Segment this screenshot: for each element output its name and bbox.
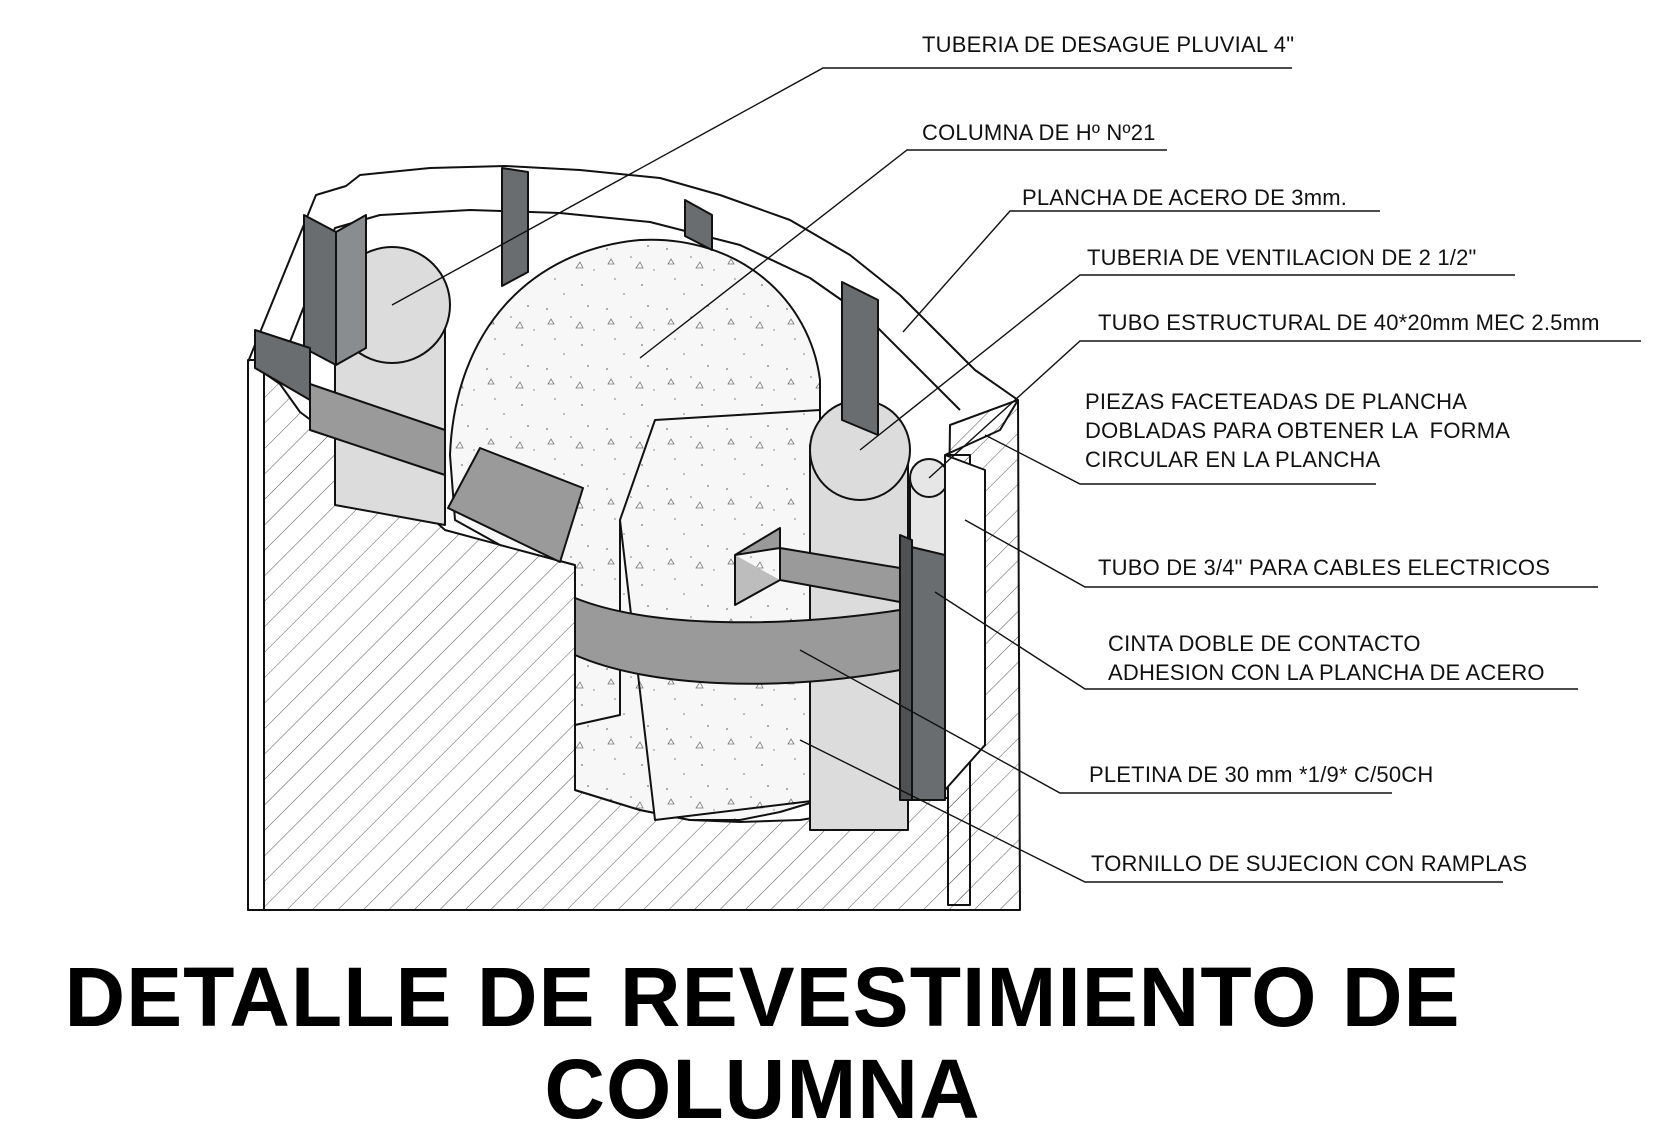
label-steel-plate: PLANCHA DE ACERO DE 3mm. [1022, 185, 1348, 210]
structural-tube-1-side [335, 214, 367, 366]
strap-right-fold [734, 555, 781, 606]
label-facet-pieces: PIEZAS FACETEADAS DE PLANCHA DOBLADAS PA… [1085, 389, 1511, 472]
right-plate [944, 454, 986, 791]
structural-tube-1 [303, 214, 337, 366]
strap-right-tab [734, 527, 901, 603]
leader-electric-conduit [964, 519, 1598, 588]
leader-drain-pipe [391, 67, 1292, 306]
label-structural-tube: TUBO ESTRUCTURAL DE 40*20mm MEC 2.5mm [1098, 310, 1600, 335]
leader-structural-tube [928, 340, 1641, 479]
drawing-title-line2: COLUMNA [544, 1042, 981, 1136]
structural-tube-4 [841, 281, 879, 436]
leader-screw [799, 739, 1503, 883]
label-drain-pipe: TUBERIA DE DESAGUE PLUVIAL 4" [922, 32, 1295, 57]
leader-vent-pipe [859, 274, 1515, 451]
leader-strap [799, 649, 1392, 794]
column-facet-b [574, 520, 621, 726]
steel-plate-outer [247, 165, 1019, 401]
drawing-title-line1: DETALLE DE REVESTIMIENTO DE [64, 950, 1461, 1044]
leader-steel-plate [902, 210, 1380, 333]
label-strap: PLETINA DE 30 mm *1/9* C/50CH [1089, 762, 1434, 787]
leader-double-tape [934, 591, 1578, 690]
structural-tube-3 [684, 199, 713, 251]
label-electric-conduit: TUBO DE 3/4" PARA CABLES ELECTRICOS [1098, 555, 1551, 580]
label-concrete-column: COLUMNA DE Hº Nº21 [922, 120, 1156, 145]
label-vent-pipe: TUBERIA DE VENTILACION DE 2 1/2" [1087, 245, 1477, 270]
structural-tube-5-side [899, 534, 913, 801]
leader-concrete-column [639, 149, 1167, 359]
strap-front [574, 597, 901, 685]
leader-facet-pieces [984, 434, 1376, 485]
strap-left-tab [447, 447, 584, 563]
strap-left [309, 383, 446, 476]
structural-tube-2 [501, 167, 529, 287]
leader-lines [391, 67, 1641, 883]
label-double-tape: CINTA DOBLE DE CONTACTO ADHESION CON LA … [1108, 631, 1545, 685]
column-facet-a [619, 409, 821, 821]
label-screw: TORNILLO DE SUJECION CON RAMPLAS [1091, 851, 1528, 876]
